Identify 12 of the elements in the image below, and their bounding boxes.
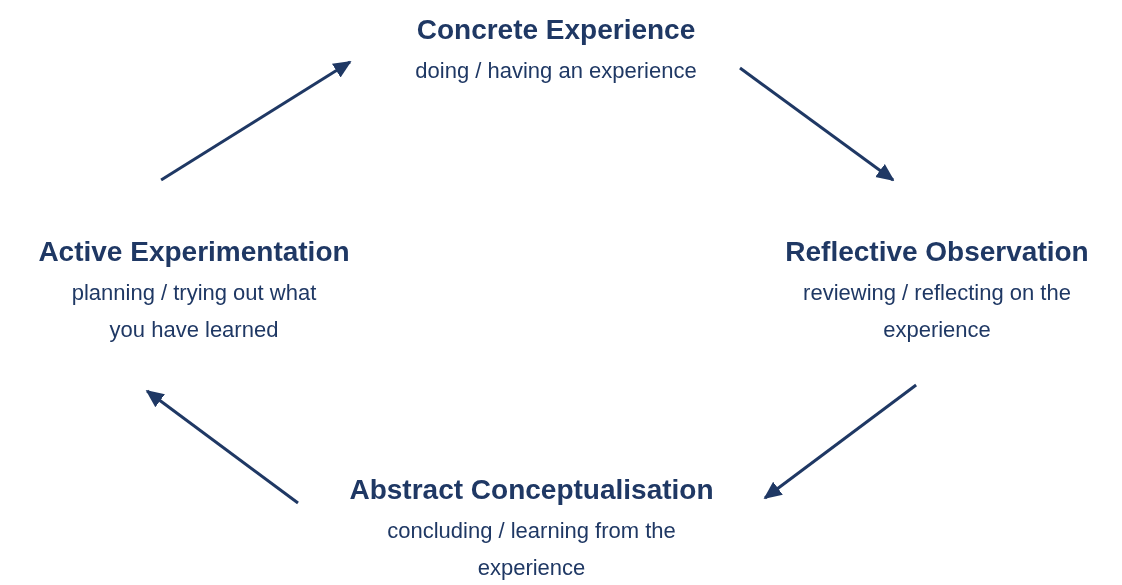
stage-description: doing / having an experience	[415, 57, 697, 85]
arrow	[739, 66, 895, 182]
stage-description: reviewing / reflecting on the experience	[802, 279, 1072, 344]
arrow	[160, 60, 352, 182]
stage-description: planning / trying out what you have learned	[70, 279, 318, 344]
arrow	[763, 383, 917, 500]
stage-title: Concrete Experience	[416, 13, 696, 47]
stage-title: Reflective Observation	[785, 235, 1089, 269]
stage-title: Abstract Conceptualisation	[349, 473, 714, 507]
stage-description: concluding / learning from the experience	[386, 517, 677, 582]
arrow	[145, 389, 299, 505]
stage-title: Active Experimentation	[38, 235, 350, 269]
